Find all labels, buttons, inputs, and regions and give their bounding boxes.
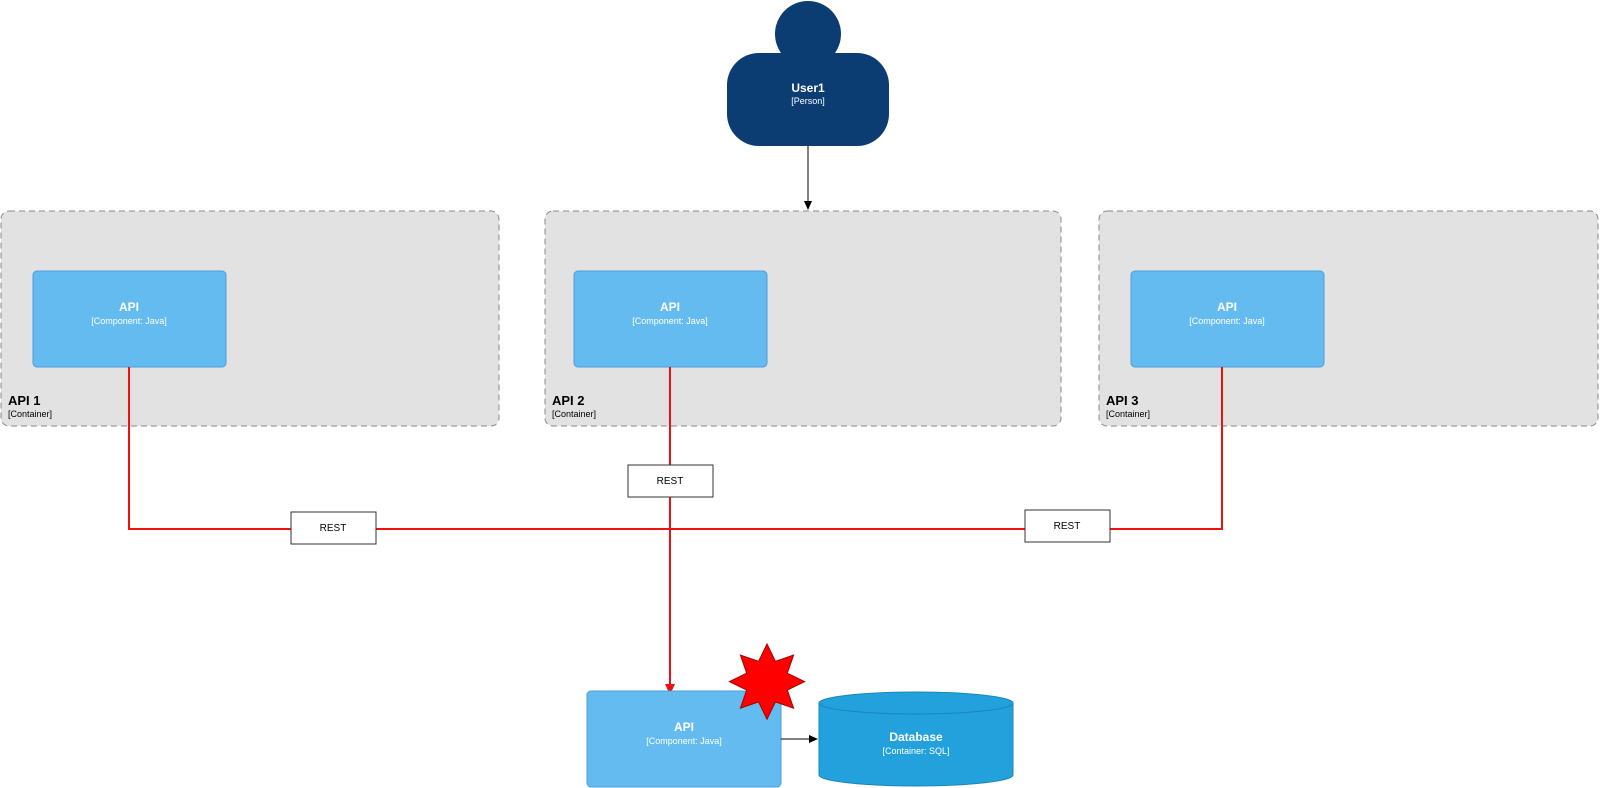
error-burst-icon — [728, 642, 806, 721]
container-title: API 3 — [1106, 393, 1139, 408]
container-api-2[interactable]: API 2 [Container] — [544, 210, 1062, 427]
database[interactable]: Database [Container: SQL] — [818, 691, 1014, 787]
container-boundary — [0, 210, 500, 427]
component-api-2[interactable]: API [Component: Java] — [573, 270, 768, 368]
rest-label-text: REST — [1054, 521, 1081, 532]
person-user1[interactable]: User1 [Person] — [727, 1, 889, 146]
database-title: Database — [889, 730, 943, 744]
component-api-target[interactable]: API [Component: Java] — [586, 690, 782, 788]
rest-label-text: REST — [657, 476, 684, 487]
rest-label-2: REST — [627, 464, 714, 498]
container-api-1[interactable]: API 1 [Container] — [0, 210, 500, 427]
rest-connector-api1-api3 — [128, 367, 1223, 530]
person-head-icon — [775, 1, 841, 67]
container-boundary — [544, 210, 1062, 427]
component-title: API — [660, 300, 680, 314]
database-body — [818, 703, 1014, 787]
rest-label-box — [290, 511, 377, 545]
component-type: [Component: Java] — [1189, 316, 1265, 326]
rest-label-box — [1024, 509, 1111, 543]
person-body — [727, 53, 889, 146]
person-title: User1 — [791, 81, 825, 95]
rest-connectors — [128, 367, 1223, 695]
rest-label-1: REST — [290, 511, 377, 545]
component-title: API — [119, 300, 139, 314]
rest-label-3: REST — [1024, 509, 1111, 543]
container-boundary — [1098, 210, 1599, 427]
component-title: API — [1217, 300, 1237, 314]
rest-label-text: REST — [320, 523, 347, 534]
component-type: [Component: Java] — [91, 316, 167, 326]
container-title: API 1 — [8, 393, 41, 408]
component-type: [Component: Java] — [632, 316, 708, 326]
database-type: [Container: SQL] — [882, 746, 949, 756]
container-type: [Container] — [8, 409, 52, 419]
person-type: [Person] — [791, 96, 825, 106]
component-title: API — [674, 720, 694, 734]
container-type: [Container] — [552, 409, 596, 419]
component-api-1[interactable]: API [Component: Java] — [32, 270, 227, 368]
container-api-3[interactable]: API 3 [Container] — [1098, 210, 1599, 427]
component-type: [Component: Java] — [646, 736, 722, 746]
component-box — [1130, 270, 1325, 368]
database-top — [818, 691, 1014, 715]
container-title: API 2 — [552, 393, 585, 408]
rest-label-box — [627, 464, 714, 498]
component-api-3[interactable]: API [Component: Java] — [1130, 270, 1325, 368]
container-type: [Container] — [1106, 409, 1150, 419]
